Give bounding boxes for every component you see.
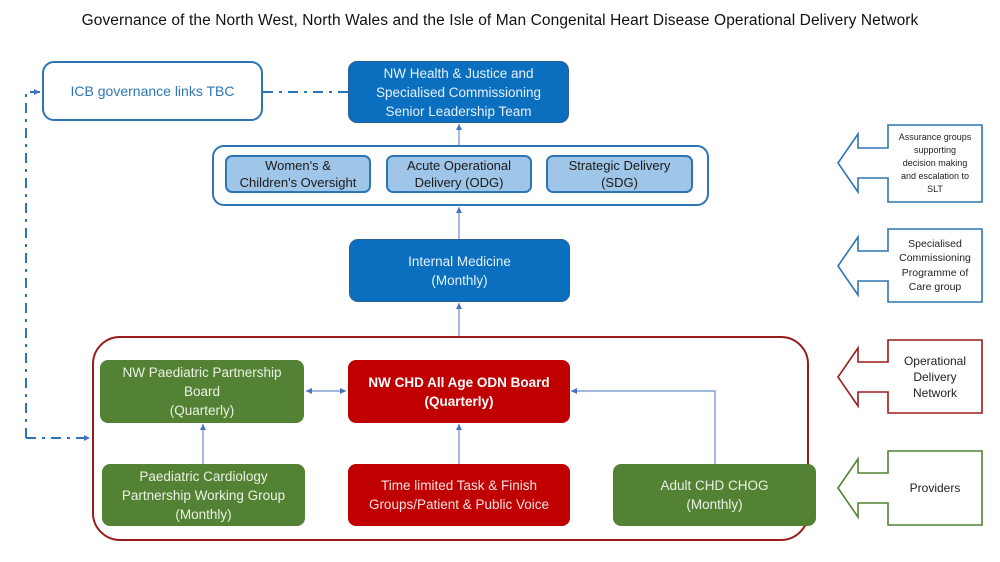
callout-providers-text: Providers: [909, 481, 961, 495]
womens-childrens-oversight-box: Women's & Children's Oversight: [225, 155, 371, 193]
odn-container: [92, 336, 809, 541]
adult-chd-chog-box: Adult CHD CHOG (Monthly): [613, 464, 816, 526]
adult-to-board-arrow: [571, 388, 716, 464]
paediatric-cardiology-group-box: Paediatric Cardiology Partnership Workin…: [102, 464, 305, 526]
callout-spec-comm-shape: [837, 228, 983, 303]
acute-operational-delivery-box: Acute Operational Delivery (ODG): [386, 155, 532, 193]
diagram-title: Governance of the North West, North Wale…: [81, 12, 919, 29]
slt-box: NW Health & Justice and Specialised Comm…: [348, 61, 569, 123]
callout-spec-comm-text: Specialised Commissioning Programme of C…: [899, 237, 971, 294]
callout-assurance-text: Assurance groups supporting decision mak…: [898, 132, 972, 194]
icb-governance-box: ICB governance links TBC: [42, 61, 263, 121]
odn-board-box: NW CHD All Age ODN Board (Quarterly): [348, 360, 570, 423]
callout-odn-shape: [837, 339, 983, 414]
icb-odn-link: [25, 89, 40, 438]
callout-providers-shape: [837, 450, 983, 526]
paediatric-partnership-board-box: NW Paediatric Partnership Board (Quarter…: [100, 360, 304, 423]
strategic-delivery-box: Strategic Delivery (SDG): [546, 155, 693, 193]
callout-odn-text: Operational Delivery Network: [903, 353, 967, 400]
callout-assurance-shape: [837, 124, 983, 203]
task-finish-groups-box: Time limited Task & Finish Groups/Patien…: [348, 464, 570, 526]
internal-medicine-box: Internal Medicine (Monthly): [349, 239, 570, 302]
